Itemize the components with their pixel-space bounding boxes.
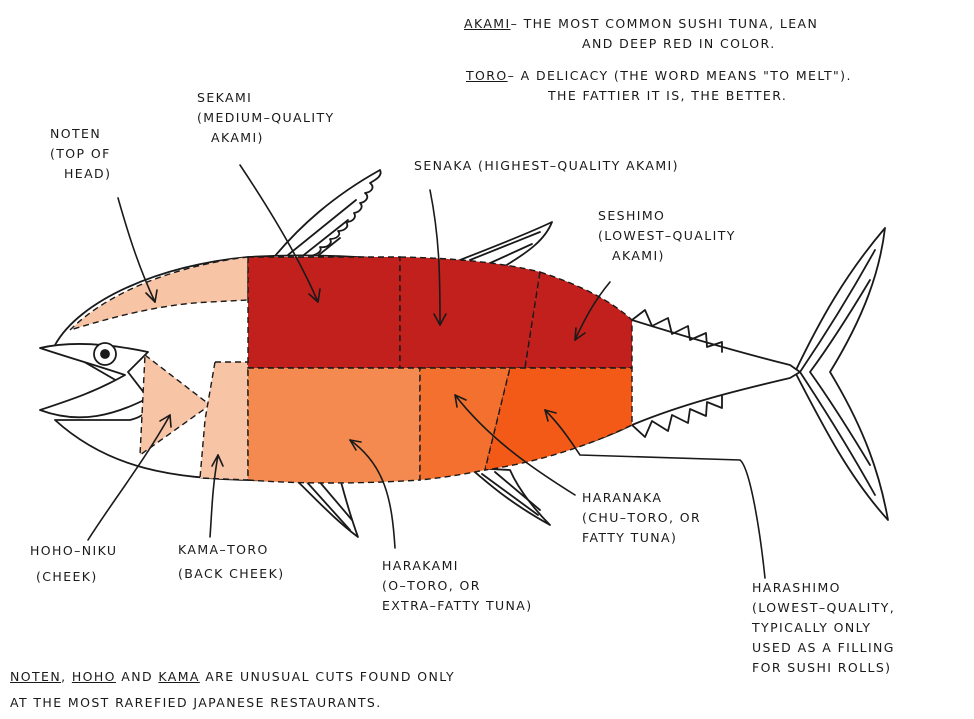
cut-harakami [248, 368, 420, 483]
cut-harashimo [485, 368, 632, 470]
definition-akami-line-2: AND DEEP RED IN COLOR. [464, 34, 818, 54]
footnote-line-2: AT THE MOST RAREFIED JAPANESE RESTAURANT… [10, 690, 455, 716]
label-seshimo: SESHIMO (LOWEST–QUALITY AKAMI) [598, 206, 736, 266]
pelvic-fin [292, 476, 358, 537]
label-haranaka: HARANAKA (CHU–TORO, OR FATTY TUNA) [582, 488, 701, 548]
footnote-kama: KAMA [158, 669, 199, 684]
label-kama-toro: KAMA–TORO (BACK CHEEK) [178, 540, 284, 584]
eye [94, 343, 116, 365]
definition-akami-line-1: THE MOST COMMON SUSHI TUNA, LEAN [524, 16, 819, 31]
definition-akami: AKAMI– THE MOST COMMON SUSHI TUNA, LEAN … [464, 14, 818, 54]
tail-fin [795, 228, 888, 520]
cut-seshimo [525, 272, 632, 368]
footnote-noten: NOTEN [10, 669, 61, 684]
footnote: NOTEN, HOHO AND KAMA ARE UNUSUAL CUTS FO… [10, 664, 455, 716]
dorsal-fin [270, 170, 381, 262]
cut-sekami [248, 257, 400, 368]
second-dorsal-fin [455, 222, 552, 266]
label-hoho-niku: HOHO–NIKU (CHEEK) [30, 541, 117, 587]
definition-toro-line-2: THE FATTIER IT IS, THE BETTER. [466, 86, 852, 106]
label-noten: NOTEN (TOP OF HEAD) [50, 124, 111, 184]
cut-senaka [400, 257, 540, 368]
label-harashimo: HARASHIMO (LOWEST–QUALITY, TYPICALLY ONL… [752, 578, 895, 678]
label-senaka: SENAKA (HIGHEST–QUALITY AKAMI) [414, 156, 679, 176]
definition-toro: TORO– A DELICACY (THE WORD MEANS "TO MEL… [466, 66, 852, 106]
term-akami: AKAMI [464, 16, 511, 31]
term-toro: TORO [466, 68, 508, 83]
anal-fin [470, 468, 550, 525]
label-sekami: SEKAMI (MEDIUM–QUALITY AKAMI) [197, 88, 335, 148]
definition-toro-line-1: A DELICACY (THE WORD MEANS "TO MELT"). [521, 68, 852, 83]
label-harakami: HARAKAMI (O–TORO, OR EXTRA–FATTY TUNA) [382, 556, 533, 616]
footnote-hoho: HOHO [72, 669, 116, 684]
